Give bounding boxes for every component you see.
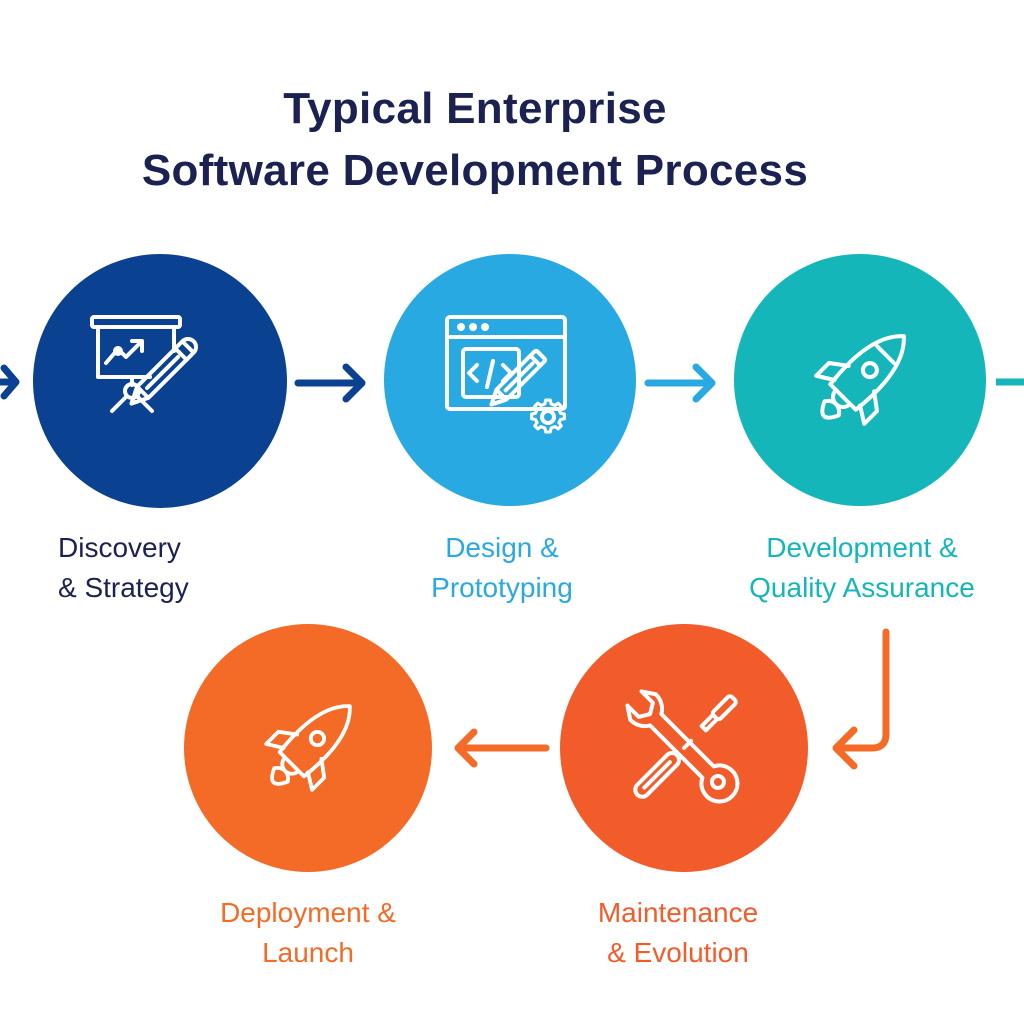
arrow-development-to-next-icon bbox=[996, 378, 1024, 386]
label-line-1: Deployment & bbox=[220, 897, 396, 928]
arrow-design-to-development-icon bbox=[644, 363, 716, 403]
step-maintenance-circle bbox=[560, 624, 808, 872]
wrench-screwdriver-icon bbox=[625, 689, 740, 804]
arrow-into-discovery-icon bbox=[0, 364, 20, 400]
step-maintenance-label: Maintenance & Evolution bbox=[558, 893, 798, 973]
title-line-2: Software Development Process bbox=[141, 146, 809, 195]
rocket-icon bbox=[814, 334, 906, 426]
step-development-label: Development & Quality Assurance bbox=[712, 528, 1012, 608]
label-line-2: & Strategy bbox=[58, 572, 189, 603]
rocket-icon bbox=[264, 704, 352, 792]
step-design-circle bbox=[384, 254, 636, 506]
arrow-maintenance-to-deployment-icon bbox=[454, 728, 550, 768]
step-deployment-label: Deployment & Launch bbox=[188, 893, 428, 973]
label-line-1: Maintenance bbox=[597, 897, 759, 928]
label-line-1: Design & bbox=[445, 532, 559, 563]
label-line-2: Quality Assurance bbox=[749, 572, 975, 603]
step-development-circle bbox=[734, 254, 986, 506]
arrow-development-to-maintenance-icon bbox=[832, 628, 890, 770]
diagram-title: Typical Enterprise Software Development … bbox=[0, 78, 950, 202]
label-line-1: Development & bbox=[766, 532, 958, 563]
label-line-2: Launch bbox=[262, 937, 354, 968]
presentation-board-pencil-icon bbox=[90, 315, 198, 413]
title-line-1: Typical Enterprise bbox=[283, 84, 667, 133]
label-line-2: & Evolution bbox=[607, 937, 749, 968]
arrow-discovery-to-design-icon bbox=[294, 363, 366, 403]
step-discovery-label: Discovery & Strategy bbox=[58, 528, 258, 608]
step-deployment-circle bbox=[184, 624, 432, 872]
label-line-1: Discovery bbox=[58, 532, 181, 563]
step-design-label: Design & Prototyping bbox=[392, 528, 612, 608]
browser-code-pencil-gear-icon bbox=[445, 315, 567, 434]
label-line-2: Prototyping bbox=[431, 572, 573, 603]
step-discovery-circle bbox=[33, 254, 287, 508]
